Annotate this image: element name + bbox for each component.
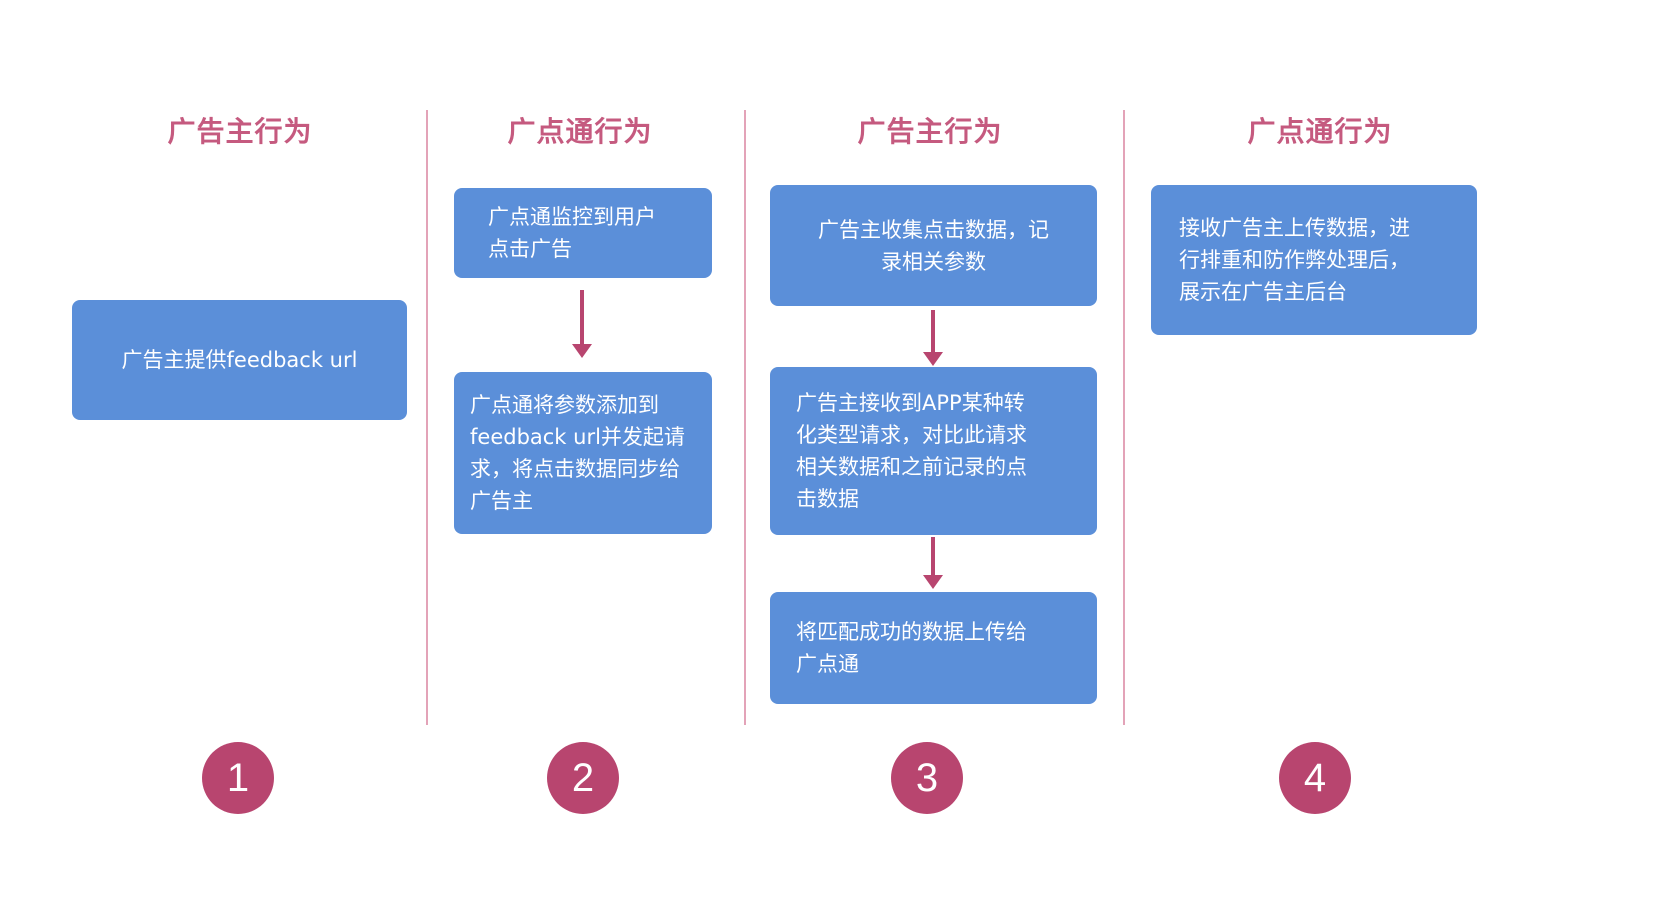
lane-divider-1 [426,110,428,725]
lane-3-header: 广告主行为 [857,115,1003,148]
lane-3-step-2-text: 广告主接收到APP某种转 化类型请求，对比此请求 相关数据和之前记录的点 击数据 [796,391,1027,511]
lane-3-step-1-box: 广告主收集点击数据，记 录相关参数 [770,185,1097,306]
step-1-badge: 1 [202,742,274,814]
lane-3-arrow-down-2 [923,537,943,589]
lane-3-arrow-down-1 [923,310,943,366]
lane-3-step-2-box: 广告主接收到APP某种转 化类型请求，对比此请求 相关数据和之前记录的点 击数据 [770,367,1097,535]
lane-2-step-1-text: 广点通监控到用户 点击广告 [488,205,656,261]
lane-2-step-2-text: 广点通将参数添加到 feedback url并发起请 求，将点击数据同步给 广告… [470,393,685,513]
lane-1-header: 广告主行为 [167,115,313,148]
lane-2-header: 广点通行为 [507,115,653,148]
lane-4-step-text: 接收广告主上传数据，进 行排重和防作弊处理后， 展示在广告主后台 [1179,216,1410,304]
lane-3-step-3-text: 将匹配成功的数据上传给 广点通 [796,620,1027,676]
lane-1-step-box: 广告主提供feedback url [72,300,407,420]
lane-divider-2 [744,110,746,725]
lane-4-header: 广点通行为 [1247,115,1393,148]
lane-2-step-1-box: 广点通监控到用户 点击广告 [454,188,712,278]
lane-2-arrow-down [572,290,592,358]
step-2-badge: 2 [547,742,619,814]
lane-2-step-2-box: 广点通将参数添加到 feedback url并发起请 求，将点击数据同步给 广告… [454,372,712,534]
lane-1-step-text: 广告主提供feedback url [121,348,358,372]
lane-3-step-3-box: 将匹配成功的数据上传给 广点通 [770,592,1097,704]
lane-4-step-box: 接收广告主上传数据，进 行排重和防作弊处理后， 展示在广告主后台 [1151,185,1477,335]
lane-divider-3 [1123,110,1125,725]
step-3-badge: 3 [891,742,963,814]
lane-3-step-1-text: 广告主收集点击数据，记 录相关参数 [818,217,1049,274]
step-4-badge: 4 [1279,742,1351,814]
